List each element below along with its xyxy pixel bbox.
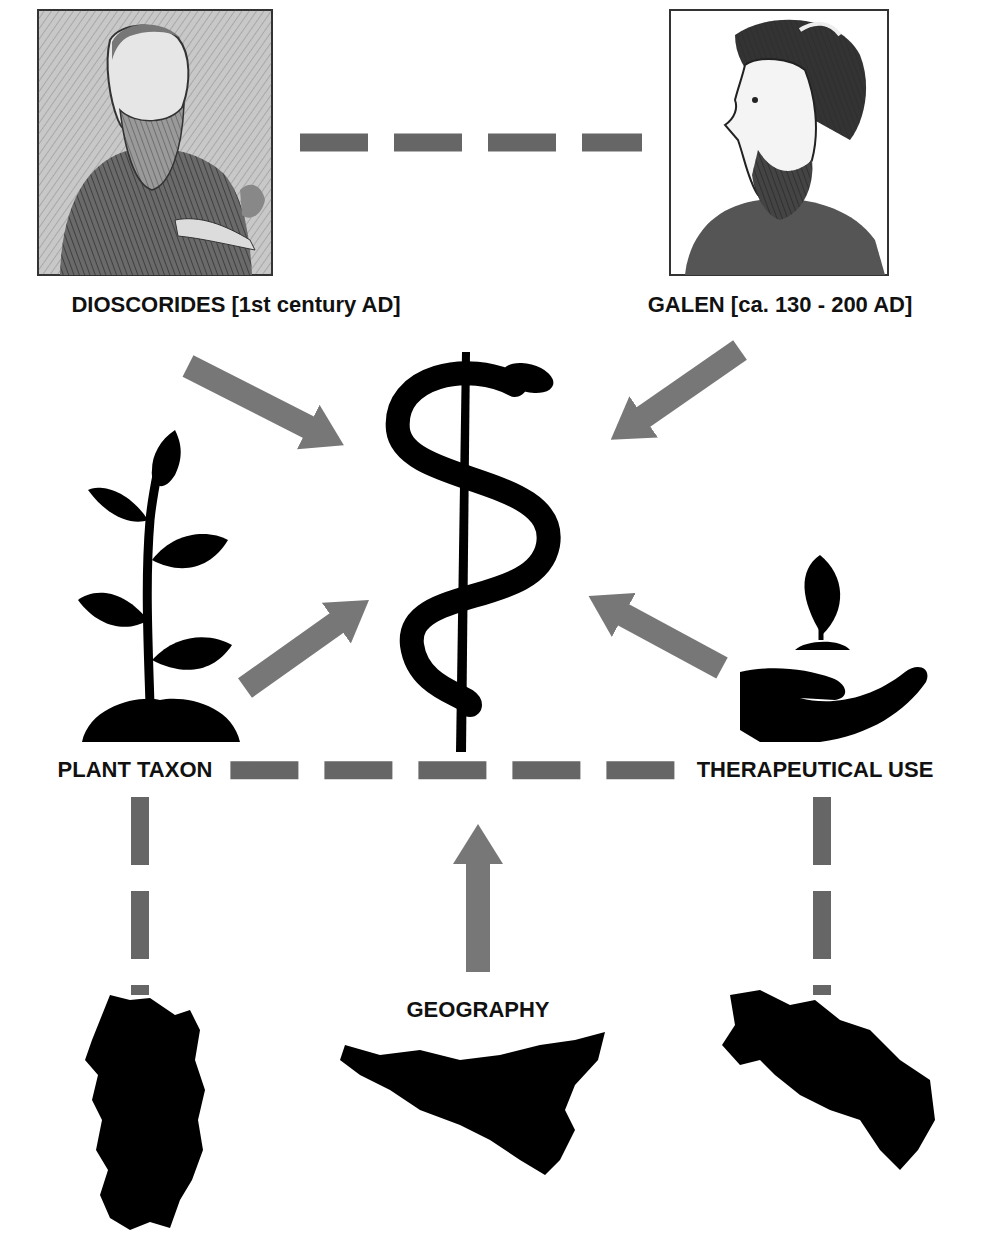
rod-of-asclepius <box>499 358 556 399</box>
dioscorides-portrait <box>38 10 272 275</box>
node-caption: DIOSCORIDES [1st century AD] <box>71 292 400 318</box>
arrow <box>245 622 338 688</box>
arrow <box>188 366 310 428</box>
hand-sprout-icon <box>740 555 927 742</box>
dioscorides-portrait <box>120 105 184 190</box>
dashed-connector <box>230 761 678 779</box>
node-caption: PLANT TAXON <box>58 757 213 783</box>
plant-icon <box>147 470 158 705</box>
plant-icon <box>152 430 181 486</box>
rod-of-asclepius <box>398 373 549 705</box>
arrow <box>622 614 722 668</box>
portrait-node: GALEN [ca. 130 - 200 AD] <box>670 10 888 275</box>
galen-portrait <box>752 150 812 220</box>
dioscorides-portrait <box>120 105 184 190</box>
plant-icon <box>152 534 228 568</box>
node-caption: THERAPEUTICAL USE <box>697 757 934 783</box>
dashed-connector <box>300 134 642 152</box>
influence-arrows <box>188 350 740 972</box>
icon-node: PLANT TAXON <box>70 465 250 745</box>
hand-sprout-icon <box>819 600 824 640</box>
dioscorides-portrait <box>112 24 182 60</box>
plant-icon <box>78 430 240 742</box>
rod-of-asclepius <box>398 352 557 752</box>
dioscorides-portrait <box>38 10 272 275</box>
portrait-node: DIOSCORIDES [1st century AD] <box>38 10 272 275</box>
arrow <box>466 862 490 972</box>
node-caption: GALEN [ca. 130 - 200 AD] <box>648 292 913 318</box>
hand-sprout-icon <box>740 667 927 742</box>
label-node: GEOGRAPHY <box>402 995 553 1025</box>
leader <box>813 797 831 995</box>
dioscorides-portrait <box>175 219 255 250</box>
icon-node: THERAPEUTICAL USE <box>730 540 940 740</box>
sicily-map <box>340 1032 605 1175</box>
campania-map <box>722 990 935 1170</box>
plant-icon <box>78 593 148 627</box>
galen-portrait <box>752 150 812 220</box>
plant-icon <box>88 488 148 522</box>
galen-portrait <box>752 97 758 103</box>
plant-icon <box>82 699 240 742</box>
dashed-leaders <box>140 797 822 995</box>
hand-sprout-icon <box>795 642 850 650</box>
arrow <box>642 350 740 418</box>
sardinia-map <box>85 995 205 1230</box>
node-caption: GEOGRAPHY <box>402 995 553 1025</box>
galen-portrait <box>670 10 888 275</box>
dioscorides-portrait <box>38 10 272 275</box>
galen-portrait <box>800 24 840 35</box>
leader <box>131 797 149 995</box>
plant-icon <box>152 637 232 670</box>
galen-portrait <box>670 10 888 275</box>
dioscorides-portrait <box>240 185 265 218</box>
